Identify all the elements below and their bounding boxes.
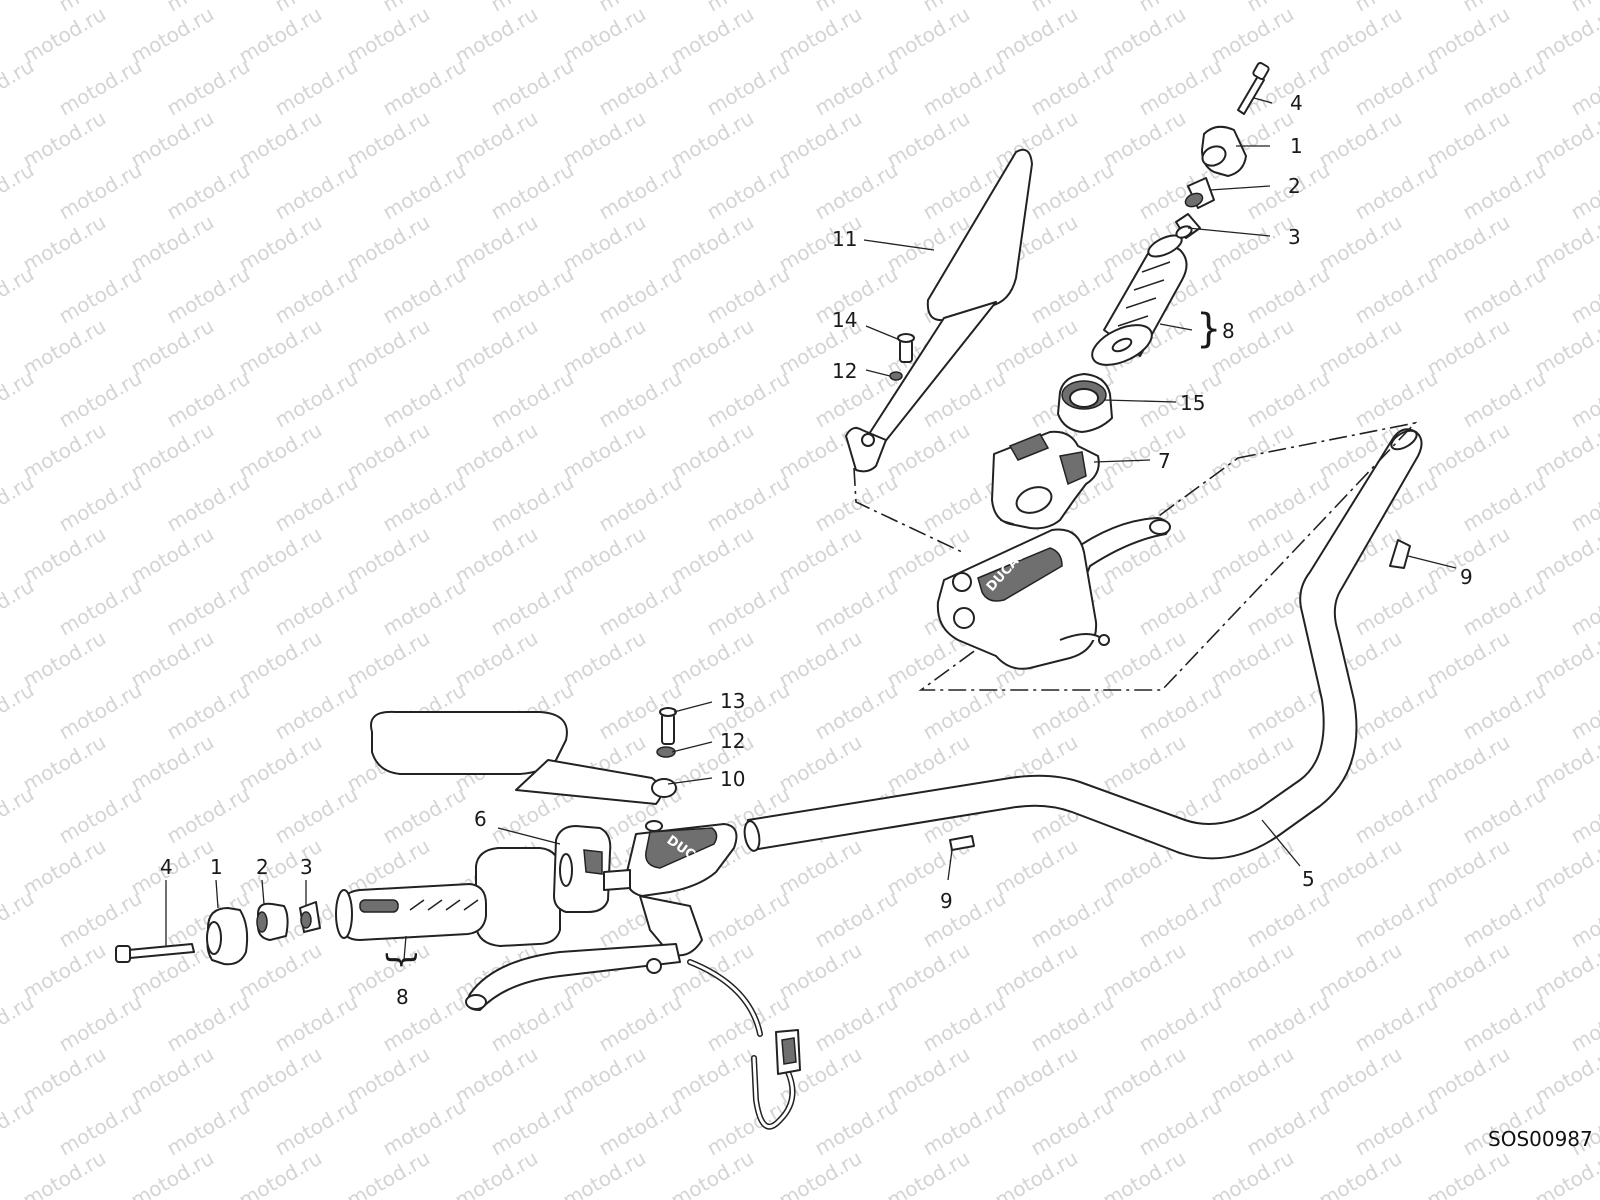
- left-mirror: [370, 707, 677, 805]
- right-bar-end-stack: [1175, 62, 1270, 239]
- callout-5: 5: [1302, 867, 1315, 891]
- callout-10: 10: [720, 767, 745, 791]
- right-mirror: [845, 148, 1033, 473]
- callout-3-left: 3: [300, 855, 313, 879]
- right-grip: [1091, 234, 1188, 366]
- callout-12-top: 12: [832, 359, 857, 383]
- switch-cable: [687, 959, 801, 1130]
- callout-4-left: 4: [160, 855, 173, 879]
- callout-6: 6: [474, 807, 487, 831]
- callout-3-right: 3: [1288, 225, 1301, 249]
- brace-left-grip: }: [382, 949, 422, 971]
- left-master-cylinder: DUCATI: [465, 820, 738, 1011]
- left-grip: [335, 883, 487, 941]
- left-switch-housing: [475, 825, 631, 947]
- brace-right-grip: }: [1196, 306, 1221, 352]
- handlebar-tube: [743, 428, 1423, 860]
- handlebar-clamp-pieces: [949, 539, 1411, 851]
- callout-15: 15: [1180, 391, 1205, 415]
- callout-12-mid: 12: [720, 729, 745, 753]
- callout-11: 11: [832, 227, 857, 251]
- callout-8-right: 8: [1222, 319, 1235, 343]
- right-switch-housing: [991, 430, 1100, 530]
- left-bar-end-stack: [115, 901, 321, 966]
- callout-7: 7: [1158, 449, 1171, 473]
- callout-13: 13: [720, 689, 745, 713]
- callout-9-mid: 9: [940, 889, 953, 913]
- callout-2-left: 2: [256, 855, 269, 879]
- callout-9-right: 9: [1460, 565, 1473, 589]
- right-brake-master-cylinder: DUCATI: [936, 517, 1171, 670]
- throttle-pulley: [1057, 373, 1113, 433]
- callout-1-right: 1: [1290, 134, 1303, 158]
- callout-1-left: 1: [210, 855, 223, 879]
- callout-2-right: 2: [1288, 174, 1301, 198]
- callout-8-left: 8: [396, 985, 409, 1009]
- leader-lines: [165, 97, 1457, 961]
- phantom-line-mirror-to-clamp: [853, 467, 963, 553]
- drawing-code: SOS00987: [1488, 1127, 1593, 1151]
- callout-4-right: 4: [1290, 91, 1303, 115]
- callout-14: 14: [832, 308, 857, 332]
